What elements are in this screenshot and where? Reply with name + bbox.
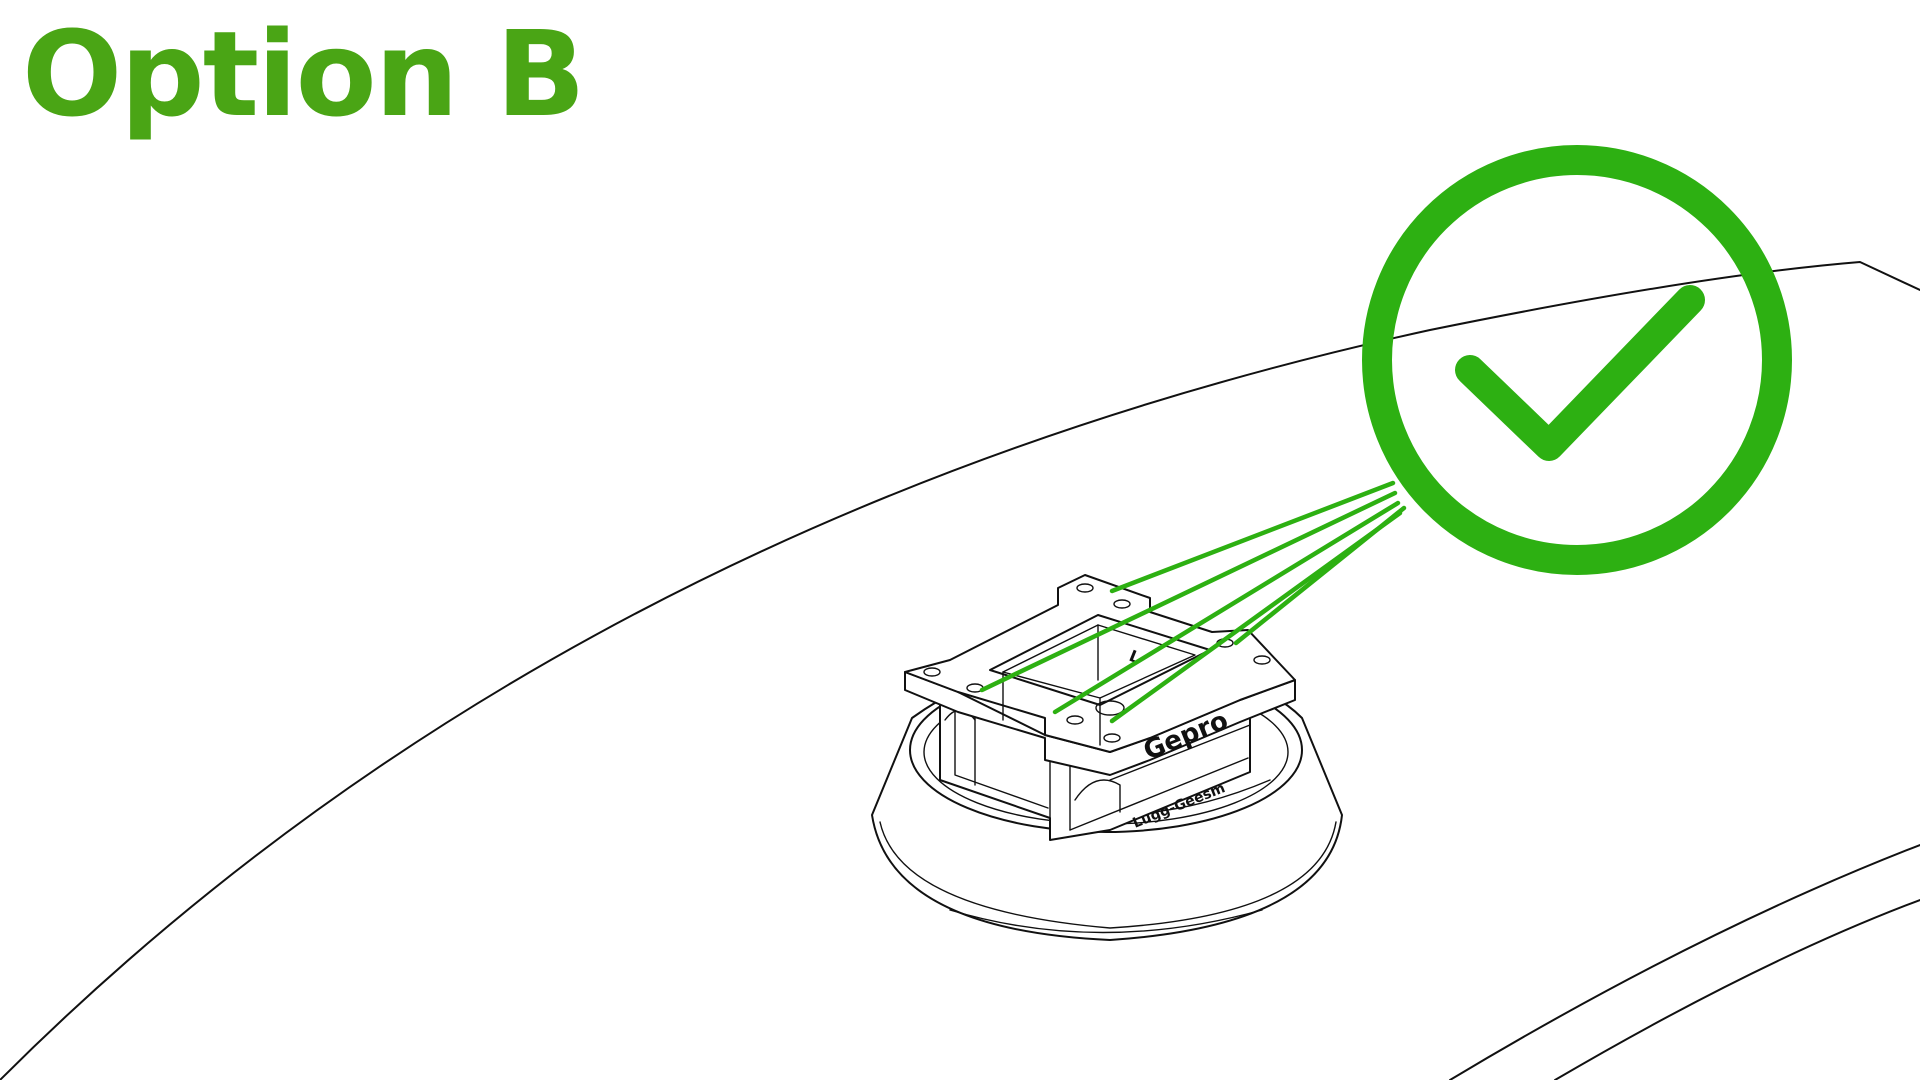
page-title: Option B [22,5,586,143]
checkmark-icon [1362,145,1792,575]
check-circle [1362,145,1792,575]
callout-line [979,490,1398,693]
callout-line [1109,480,1396,594]
check-tick [1455,285,1705,461]
callout-line [1233,505,1407,646]
bracket-top-plate [904,574,1296,776]
callout-lines [979,480,1407,724]
callout-line [1052,500,1401,715]
surface-outline [0,261,1920,1080]
